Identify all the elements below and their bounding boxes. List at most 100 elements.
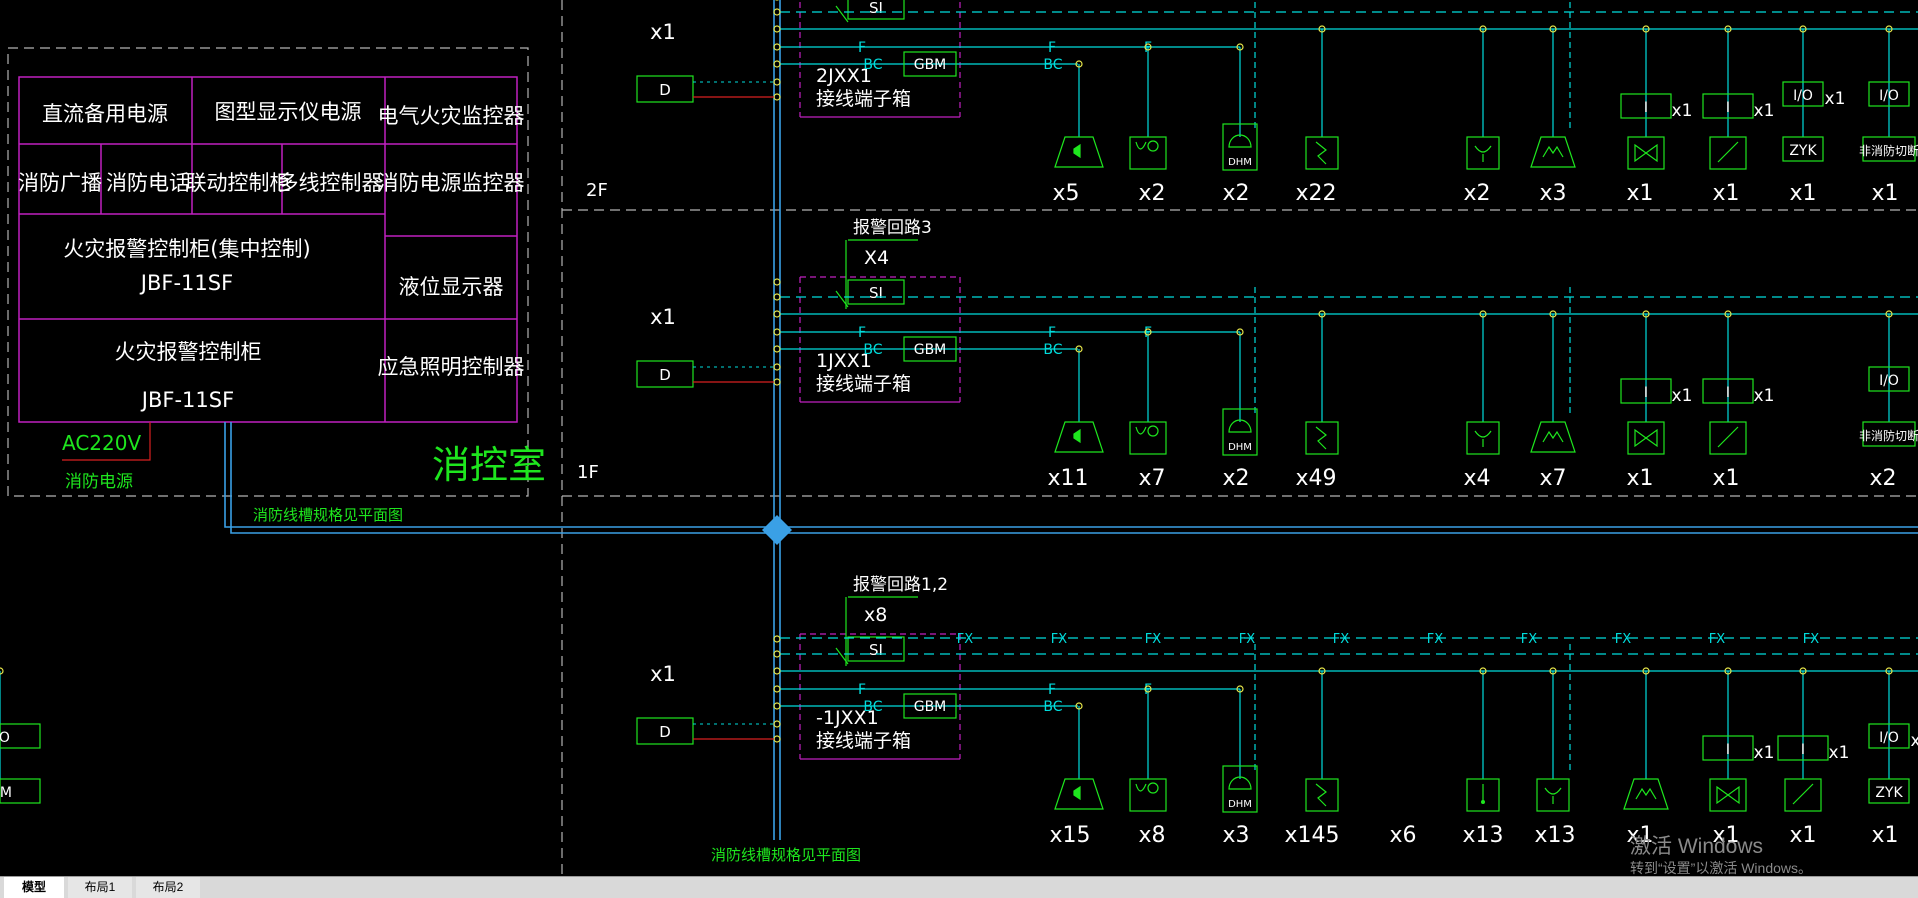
jlm-label: JLM xyxy=(0,785,12,801)
signal-valve-icon xyxy=(1627,421,1665,455)
input-module-box xyxy=(1620,93,1672,119)
dhm-label: DHM xyxy=(1228,157,1252,168)
device-count-label: x13 xyxy=(1534,823,1575,848)
tab-model[interactable]: 模型 xyxy=(4,877,64,898)
input-module-box xyxy=(1620,378,1672,404)
input-module-label: I xyxy=(1726,742,1730,758)
bc-wire-label: BC xyxy=(863,57,882,73)
speaker-cone-icon xyxy=(1073,143,1081,159)
controlled-device-box xyxy=(1862,136,1916,162)
fx-wire-label: FX xyxy=(1333,632,1349,647)
junction-box-code: 2JXX1 xyxy=(816,65,872,87)
device-count-label: x8 xyxy=(1138,823,1165,848)
io-module-label: I/O xyxy=(0,730,10,746)
gbm-label: GBM xyxy=(914,342,947,358)
control-cabinet-grid xyxy=(18,76,518,423)
junction-node xyxy=(1885,310,1893,318)
zyk-label: ZYK xyxy=(1875,785,1903,801)
device-count-label: x5 xyxy=(1052,181,1079,206)
io-module-box xyxy=(0,723,41,749)
junction-node xyxy=(1075,345,1083,353)
device-count-label: x13 xyxy=(1462,823,1503,848)
control-room-boundary xyxy=(7,47,529,497)
junction-node xyxy=(1642,310,1650,318)
device-count-label: x4 xyxy=(1463,466,1490,491)
f-wire-label: F xyxy=(1048,325,1056,341)
junction-node xyxy=(1885,25,1893,33)
control-room: 直流备用电源 图型显示仪电源 电气火灾监控器 消防广播 消防电话 联动控制柜 多… xyxy=(7,47,546,497)
device-count-label: x2 xyxy=(1463,181,1490,206)
d-count-label: x1 xyxy=(650,20,676,44)
fire-power-monitor-label: 消防电源监控器 xyxy=(378,171,525,195)
valve-glyph-icon xyxy=(1716,785,1740,805)
junction-node xyxy=(1144,43,1152,51)
input-module-box xyxy=(1777,735,1829,761)
riser-tap-node xyxy=(773,328,781,336)
control-room-name: 消控室 xyxy=(432,443,546,487)
fire-phone-label: 消防电话 xyxy=(106,171,190,195)
d-device-box xyxy=(636,717,694,745)
level-display-label: 液位显示器 xyxy=(399,275,504,299)
central-cabinet-model: JBF-11SF xyxy=(139,271,233,295)
phone-glyph-icon xyxy=(1135,782,1159,794)
sprinkler-glyph-icon xyxy=(1544,787,1562,804)
tab-layout-1[interactable]: 布局1 xyxy=(68,877,132,898)
sprinkler-glyph-icon xyxy=(1474,430,1492,447)
riser-tap-node xyxy=(773,685,781,693)
pressure-glyph-icon xyxy=(1542,145,1564,158)
module-multiplier-label: x1 xyxy=(1754,386,1775,406)
module-multiplier-label: x1 xyxy=(1672,101,1693,121)
io-module-box xyxy=(1868,366,1910,392)
fx-wire-label: FX xyxy=(1521,632,1537,647)
riser-tap-node xyxy=(773,650,781,658)
gbm-box xyxy=(903,693,957,719)
alarm-loop-label: 报警回路3 xyxy=(853,218,932,238)
manual-call-point-icon xyxy=(1305,421,1339,455)
device-count-label: x7 xyxy=(1138,466,1165,491)
fire-cable-tray xyxy=(224,0,1918,840)
si-isolator-label: SI xyxy=(869,641,883,659)
call-point-glyph-icon xyxy=(1315,783,1327,807)
door-holder-icon xyxy=(1222,765,1258,813)
device-count-label: x1 xyxy=(1626,466,1653,491)
si-isolator-box xyxy=(847,279,905,305)
junction-node xyxy=(1075,60,1083,68)
f-wire-label: F xyxy=(858,40,866,56)
module-multiplier-label: x1 xyxy=(1672,386,1693,406)
pressure-glyph-icon xyxy=(1542,430,1564,443)
device-count-label: x1 xyxy=(1712,466,1739,491)
junction-node xyxy=(1549,25,1557,33)
junction-box-code: 1JXX1 xyxy=(816,350,872,372)
riser-tap-node xyxy=(773,702,781,710)
junction-node xyxy=(1799,25,1807,33)
riser-tap-node xyxy=(773,8,781,16)
junction-node xyxy=(1479,667,1487,675)
device-count-label: x1 xyxy=(1789,181,1816,206)
non-fire-cutoff-label: 非消防切断 xyxy=(1859,143,1918,158)
floor-b1-system: -1JXX1接线端子箱SI报警回路1,2x8FFFBCBCGBMx1DFXFXF… xyxy=(0,575,1918,848)
fire-broadcast-label: 消防广播 xyxy=(18,171,102,195)
device-count-label: x6 xyxy=(1389,823,1416,848)
junction-node xyxy=(1144,328,1152,336)
io-module-box xyxy=(1782,81,1824,107)
bc-wire-label: BC xyxy=(1043,342,1062,358)
fx-wire-label: FX xyxy=(1239,632,1255,647)
junction-box-name: 接线端子箱 xyxy=(816,373,911,395)
junction-box-code: -1JXX1 xyxy=(816,707,879,729)
input-module-box xyxy=(1702,93,1754,119)
sprinkler-head-icon xyxy=(1466,136,1500,170)
door-holder-bell-icon xyxy=(1228,419,1252,433)
controlled-device-box xyxy=(1862,421,1916,447)
sounder-pin-icon xyxy=(1466,778,1500,812)
device-count-label: x49 xyxy=(1295,466,1336,491)
junction-node xyxy=(1479,310,1487,318)
io-module-label: I/O xyxy=(1879,373,1899,389)
tab-layout-2[interactable]: 布局2 xyxy=(136,877,200,898)
f-wire-label: F xyxy=(858,682,866,698)
input-module-label: I xyxy=(1801,742,1805,758)
junction-node xyxy=(1642,667,1650,675)
floor-separators xyxy=(561,0,1918,876)
fire-phone-jack-icon xyxy=(1129,136,1167,170)
d-device-box xyxy=(636,360,694,388)
module-multiplier-label: x1 xyxy=(1754,743,1775,763)
